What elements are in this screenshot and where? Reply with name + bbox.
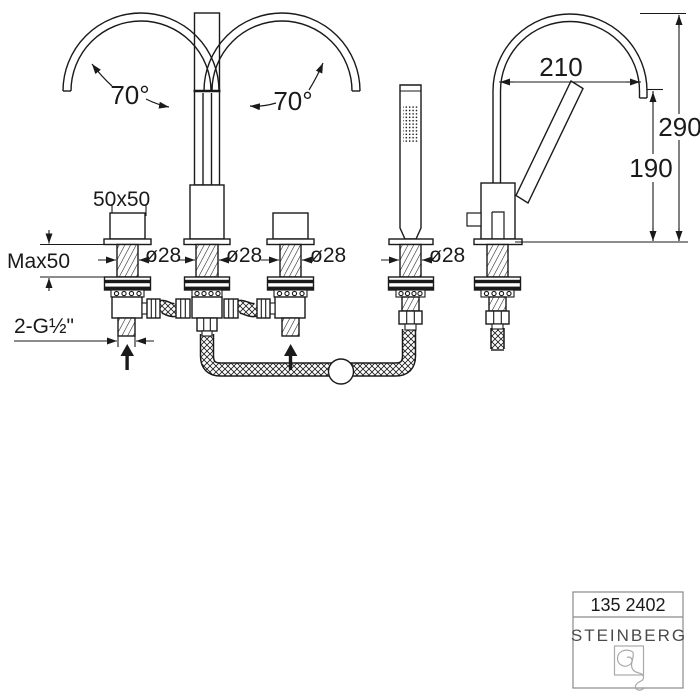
dim-total-height: [640, 12, 686, 241]
up-arrow-icon: [120, 344, 134, 356]
valve-left: [103, 204, 161, 337]
dimension-labels: 210 290 190 50x50 Max50 ø28 ø28 ø28 ø28 …: [7, 52, 700, 338]
side-view-washers: [480, 289, 515, 298]
side-view-escutcheon: [473, 238, 523, 246]
valve-left-shank: [116, 243, 139, 278]
spout-bottom-nut: [196, 317, 218, 337]
up-arrow-icon: [284, 344, 298, 356]
front-view: [62, 12, 361, 240]
spout-washers: [191, 289, 223, 298]
valve-left-mounting-nut: [103, 276, 152, 291]
shank-dia-label-1: ø28: [145, 244, 181, 267]
spout-mounting-nut: [183, 276, 231, 291]
valve-right-escutcheon: [266, 238, 315, 246]
side-view-body: [480, 182, 516, 240]
dim-spout-reach: [499, 78, 663, 91]
spout-swivel-arc-right: [203, 12, 361, 92]
up-arrow-icon: [125, 354, 129, 370]
valve-right-outlet-nut: [256, 298, 276, 319]
valve-right: [256, 212, 315, 337]
side-view-diverter-stub: [466, 212, 482, 227]
side-view-cartridge-slot: [491, 211, 505, 239]
shower-holder-hose-nut: [398, 310, 423, 331]
article-number: 135 2402: [590, 595, 665, 615]
inlet-flow-arrows: [120, 344, 298, 370]
valve-right-inlet-thread: [281, 317, 300, 337]
brand-logo-icon: [613, 645, 645, 691]
spout-escutcheon: [183, 238, 231, 246]
dim-max-thickness: [40, 230, 113, 291]
dimensions: [14, 12, 686, 370]
shower-holder-shank: [399, 243, 422, 278]
shank-dia-label-4: ø28: [429, 244, 465, 267]
spout-right-hose-nut: [223, 298, 239, 319]
spout-fitting: [175, 238, 239, 337]
shower-holder-thread: [401, 296, 420, 312]
shower-holder-escutcheon: [388, 238, 434, 246]
side-view-mounting-nut: [473, 276, 522, 291]
spout-reach-label: 210: [539, 52, 582, 82]
hand-shower-spray-face: [403, 105, 418, 143]
inlet-thread-label: 2-G½": [14, 315, 74, 338]
spout-body-under-deck: [191, 296, 223, 319]
valve-left-handle: [109, 212, 146, 240]
flexible-hoses: [153, 299, 505, 377]
shank-dia-label-3: ø28: [310, 244, 346, 267]
hand-shower: [387, 84, 435, 331]
up-arrow-icon: [288, 354, 293, 370]
valve-left-body: [111, 296, 143, 319]
spout-swivel-arc-left: [62, 12, 220, 92]
valve-left-inlet-thread: [117, 317, 136, 337]
shower-holder-washers: [395, 289, 426, 298]
spout-left-hose-nut: [175, 298, 191, 319]
hose-ball-connector: [327, 358, 355, 385]
valve-right-body: [274, 296, 306, 319]
dim-inlet-thread: [14, 336, 154, 347]
valve-right-washers: [273, 289, 308, 298]
side-view-lever-handle: [515, 79, 584, 205]
total-height-label: 290: [658, 112, 700, 142]
brand-name: STEINBERG: [571, 626, 687, 645]
side-view-shank: [486, 243, 509, 278]
valve-left-washers: [110, 289, 145, 298]
valve-left-outlet-nut: [141, 298, 161, 319]
valve-left-escutcheon: [103, 238, 152, 246]
spout-height-label: 190: [629, 153, 672, 183]
swivel-angle-right-label: 70°: [273, 86, 312, 116]
title-block: 135 2402 STEINBERG: [571, 591, 687, 691]
spout-column: [189, 12, 225, 240]
swivel-angle-left-label: 70°: [110, 80, 149, 110]
swivel-angle-left: 70°: [91, 63, 170, 110]
valve-right-handle: [272, 212, 309, 240]
valve-right-mounting-nut: [266, 276, 315, 291]
side-view: [466, 13, 688, 330]
handle-size-label: 50x50: [93, 188, 150, 211]
spout-shank: [195, 243, 219, 278]
shower-holder-mounting-nut: [387, 276, 435, 291]
side-view-thread: [488, 296, 507, 312]
side-view-spout-arc: [492, 13, 648, 99]
max-thickness-label: Max50: [7, 250, 70, 273]
shank-dia-label-2: ø28: [226, 244, 262, 267]
valve-right-shank: [279, 243, 302, 278]
side-view-hose-nut: [485, 310, 510, 330]
swivel-angle-right: 70°: [249, 62, 324, 116]
